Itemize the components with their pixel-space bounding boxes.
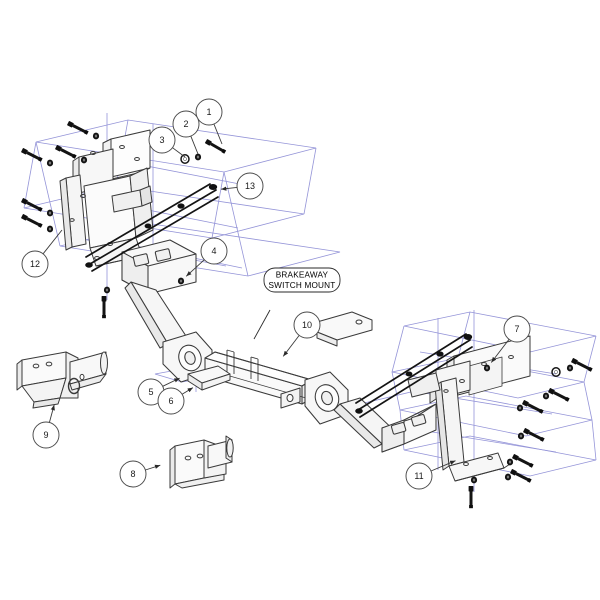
callout-circle[interactable]	[21, 250, 49, 278]
callout-number: 10	[302, 320, 312, 330]
callout-number: 12	[30, 259, 40, 269]
callout-6[interactable]: 6	[157, 387, 194, 415]
tie-rod-right	[355, 333, 473, 418]
callout-5[interactable]: 5	[137, 377, 180, 406]
callout-circle[interactable]	[503, 315, 531, 343]
callout-number: 7	[514, 324, 519, 334]
callout-circle[interactable]	[157, 387, 185, 415]
callout-leader-line	[48, 404, 55, 423]
callout-number: 2	[183, 119, 188, 129]
annotation-bubble	[263, 267, 341, 293]
callout-leader-line	[42, 229, 63, 255]
callout-leader-line	[172, 147, 186, 158]
callout-12[interactable]: 12	[21, 229, 63, 278]
callout-number: 11	[414, 471, 423, 481]
callout-number: 1	[206, 107, 211, 117]
callout-leader-line	[162, 377, 180, 387]
callout-circle[interactable]	[172, 110, 200, 138]
tie-rod-left-ends	[85, 184, 218, 268]
callout-number: 13	[245, 181, 255, 191]
callout-9[interactable]: 9	[32, 404, 60, 449]
callout-3[interactable]: 3	[148, 126, 186, 158]
callout-leader-line	[145, 464, 161, 471]
callout-number: 8	[130, 469, 135, 479]
callout-number: 9	[43, 430, 48, 440]
callout-number: 3	[159, 135, 164, 145]
receiver-tube-left	[16, 351, 108, 409]
callout-circle[interactable]	[200, 237, 228, 265]
callout-1[interactable]: 1	[195, 98, 223, 145]
callout-13[interactable]: 13	[220, 172, 264, 200]
receiver-tube-right	[169, 435, 234, 489]
annotation-line-2: SWITCH MOUNT	[269, 281, 336, 290]
callout-leader-line	[181, 387, 194, 395]
callout-leader-line	[185, 259, 205, 277]
callout-circle[interactable]	[148, 126, 176, 154]
callout-4[interactable]: 4	[185, 237, 228, 277]
tie-rod-left	[85, 183, 219, 272]
center-mount-tab	[187, 365, 231, 391]
callout-leader-line	[213, 123, 223, 145]
callout-8[interactable]: 8	[119, 460, 161, 488]
callout-leader-line	[490, 339, 510, 363]
right-base-plate-bracket	[407, 335, 531, 482]
callout-circle[interactable]	[32, 421, 60, 449]
callout-circle[interactable]	[119, 460, 147, 488]
callout-circle[interactable]	[293, 311, 321, 339]
annotation-line-1: BRAKEAWAY	[276, 271, 329, 280]
callout-number: 5	[148, 387, 153, 397]
callout-leader-line	[190, 135, 199, 155]
callout-leader-line	[220, 186, 238, 191]
callout-leader-line	[430, 460, 456, 472]
callout-2[interactable]: 2	[172, 110, 200, 155]
brakeaway-switch-mount-annotation: BRAKEAWAY SWITCH MOUNT	[253, 267, 341, 340]
callout-number: 4	[211, 246, 216, 256]
callout-leader-line	[282, 335, 300, 357]
callout-10[interactable]: 10	[282, 311, 321, 357]
callout-circle[interactable]	[236, 172, 264, 200]
callout-7[interactable]: 7	[490, 315, 531, 363]
callout-11[interactable]: 11	[405, 460, 456, 490]
left-base-plate-bracket	[59, 129, 154, 267]
callout-circle[interactable]	[405, 462, 433, 490]
callout-number: 6	[168, 396, 173, 406]
callout-circle[interactable]	[195, 98, 223, 126]
main-crossbar	[121, 239, 437, 453]
tie-rod-right-ends	[355, 334, 473, 414]
